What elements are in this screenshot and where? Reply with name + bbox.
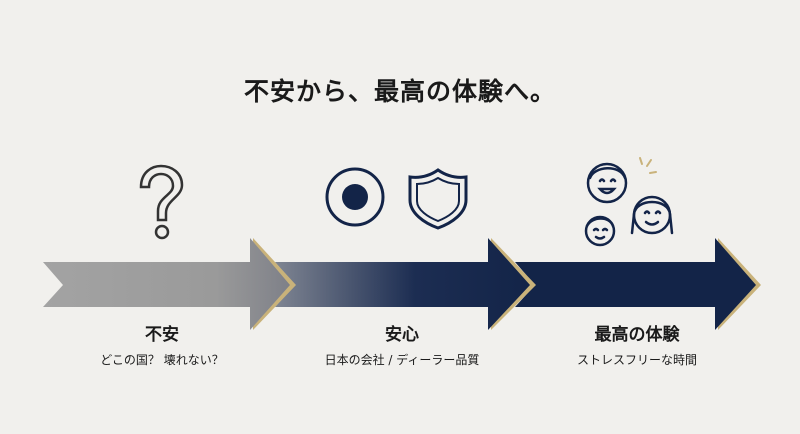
- arrow-stage-2: [275, 238, 536, 330]
- arrow-stage-1: [43, 238, 296, 330]
- stage-3-label: 最高の体験 ストレスフリーな時間: [517, 320, 757, 368]
- question-mark-icon: [139, 164, 184, 240]
- shield-icon: [408, 168, 468, 230]
- stage-3-heading: 最高の体験: [594, 325, 680, 345]
- stage-2-heading: 安心: [385, 325, 419, 345]
- stage-1-heading: 不安: [145, 325, 179, 345]
- stage-2-label: 安心 日本の会社 / ディーラー品質: [282, 320, 522, 368]
- page-title: 不安から、最高の体験へ。: [243, 77, 556, 106]
- arrow-stage-3: [515, 238, 761, 330]
- circle-target-icon: [325, 167, 385, 227]
- stage-3-subtext: ストレスフリーな時間: [576, 353, 697, 367]
- stage-1-label: 不安 どこの国？ 壊れない？: [42, 320, 282, 368]
- stage-2-subtext: 日本の会社 / ディーラー品質: [324, 353, 480, 367]
- family-icon: [584, 162, 674, 247]
- stage-1-subtext: どこの国？ 壊れない？: [100, 353, 224, 367]
- sparkle-icon: [639, 157, 657, 174]
